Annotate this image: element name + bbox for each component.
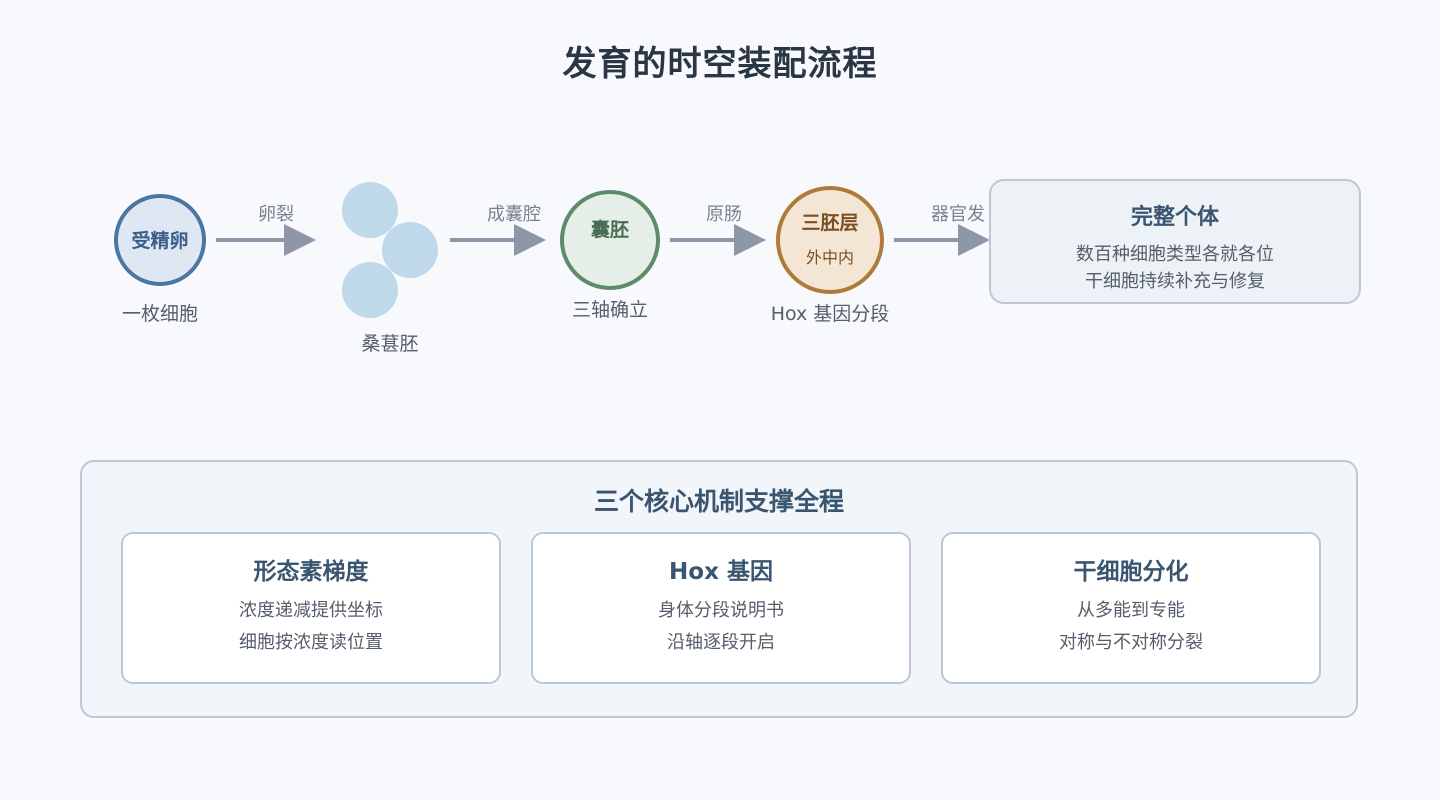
mechanism-card-line: 细胞按浓度读位置	[239, 632, 383, 653]
zygote-node: 受精卵 一枚细胞	[114, 194, 206, 325]
arrow-cleavage-label: 卵裂	[258, 204, 294, 225]
arrow-cavitation-head	[514, 224, 546, 256]
germ-layers-caption: Hox 基因分段	[771, 303, 890, 325]
flow-diagram: 受精卵 一枚细胞 卵裂 桑葚胚 成囊腔 囊胚 三轴确立	[114, 179, 1361, 355]
arrow-cavitation: 成囊腔	[450, 204, 546, 256]
mechanism-card-morphogen: 形态素梯度 浓度递减提供坐标 细胞按浓度读位置	[121, 532, 501, 684]
germ-layers-label: 三胚层	[801, 212, 858, 234]
organism-node: 完整个体 数百种细胞类型各就各位 干细胞持续补充与修复	[989, 179, 1361, 304]
mechanism-card-title: 形态素梯度	[253, 559, 369, 585]
morula-node: 桑葚胚	[342, 182, 438, 355]
arrow-organogenesis-label: 器官发	[931, 204, 985, 225]
germ-layers-sublabel: 外中内	[806, 248, 854, 267]
arrow-cleavage-head	[284, 224, 316, 256]
mechanisms-title: 三个核心机制支撑全程	[593, 487, 844, 516]
mechanism-card-line: 对称与不对称分裂	[1059, 632, 1203, 653]
organism-line-1: 数百种细胞类型各就各位	[1076, 244, 1274, 265]
germ-layers-circle	[776, 186, 884, 294]
organism-title: 完整个体	[1131, 204, 1220, 230]
page-title: 发育的时空装配流程	[562, 44, 878, 84]
mechanism-card-line: 沿轴逐段开启	[667, 632, 775, 653]
mechanism-card-title: Hox 基因	[669, 559, 773, 585]
organism-line-2: 干细胞持续补充与修复	[1085, 271, 1265, 292]
mechanism-card-stem-cell: 干细胞分化 从多能到专能 对称与不对称分裂	[941, 532, 1321, 684]
morula-cell-3	[342, 262, 398, 318]
arrow-organogenesis-head	[958, 224, 990, 256]
blastocyst-circle	[560, 190, 660, 290]
morula-caption: 桑葚胚	[361, 333, 418, 355]
zygote-label: 受精卵	[131, 229, 188, 252]
morula-cell-2	[382, 222, 438, 278]
zygote-caption: 一枚细胞	[122, 303, 198, 325]
arrow-gastrulation: 原肠	[670, 204, 766, 256]
mechanism-card-hox: Hox 基因 身体分段说明书 沿轴逐段开启	[531, 532, 911, 684]
arrow-cavitation-label: 成囊腔	[487, 204, 541, 225]
germ-layers-node: 三胚层 外中内 Hox 基因分段	[771, 186, 890, 325]
arrow-gastrulation-label: 原肠	[706, 204, 742, 225]
mechanism-card-title: 干细胞分化	[1073, 559, 1189, 585]
organism-box	[989, 179, 1361, 304]
mechanism-card-line: 身体分段说明书	[658, 600, 784, 621]
arrow-organogenesis: 器官发	[894, 204, 990, 256]
blastocyst-label: 囊胚	[590, 218, 629, 241]
zygote-circle	[114, 194, 206, 286]
mechanism-card-line: 浓度递减提供坐标	[239, 600, 383, 621]
arrow-cleavage: 卵裂	[216, 204, 316, 256]
morula-cell-1	[342, 182, 398, 238]
arrow-gastrulation-head	[734, 224, 766, 256]
blastocyst-node: 囊胚 三轴确立	[560, 190, 660, 321]
mechanisms-panel: 三个核心机制支撑全程 形态素梯度 浓度递减提供坐标 细胞按浓度读位置 Hox 基…	[80, 460, 1358, 718]
blastocyst-caption: 三轴确立	[572, 299, 648, 321]
mechanism-card-line: 从多能到专能	[1077, 600, 1185, 621]
